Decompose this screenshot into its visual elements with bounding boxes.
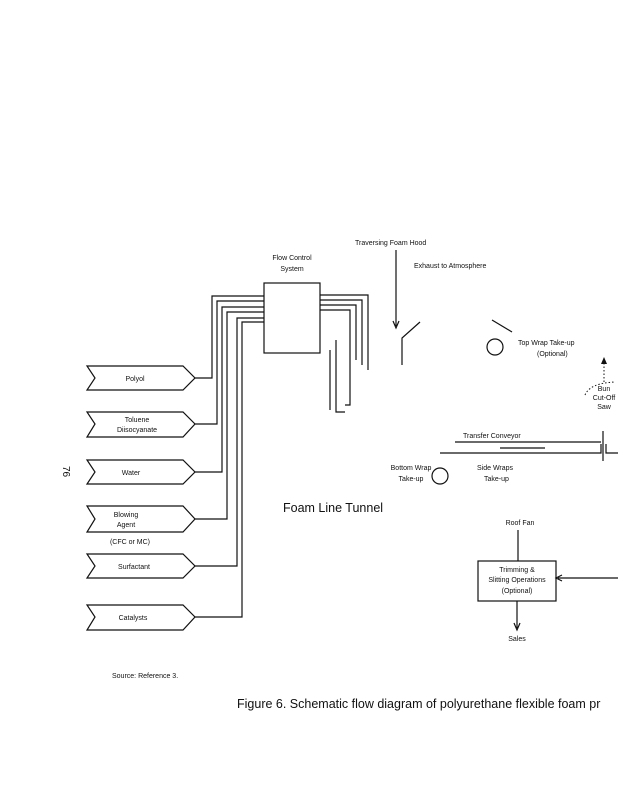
- input-arrow: [554, 574, 618, 582]
- roof-fan-label: Roof Fan: [506, 520, 535, 527]
- top-wrap-roll-icon: [486, 338, 504, 356]
- trimming-label-1: Trimming &: [499, 567, 535, 574]
- svg-text:Catalysts: Catalysts: [119, 615, 148, 622]
- hood-right: [491, 319, 513, 333]
- input-catalysts: Catalysts: [85, 604, 196, 631]
- input-polyol: Polyol: [85, 365, 196, 391]
- bottom-wrap-label-2: Take-up: [399, 476, 424, 483]
- top-wrap-label-1: Top Wrap Take-up: [518, 340, 575, 347]
- trimming-label-3: (Optional): [502, 588, 533, 595]
- svg-text:Toluene: Toluene: [125, 417, 150, 424]
- svg-text:Polyol: Polyol: [125, 376, 145, 383]
- svg-text:Agent: Agent: [117, 522, 135, 529]
- top-wrap-label-2: (Optional): [537, 351, 568, 358]
- saw-label-2: Cut-Off: [593, 395, 615, 402]
- conveyor: [440, 431, 618, 461]
- input-water: Water: [85, 459, 196, 485]
- tunnel-label: Foam Line Tunnel: [283, 501, 383, 515]
- svg-text:(CFC or MC): (CFC or MC): [110, 539, 150, 546]
- svg-text:Surfactant: Surfactant: [118, 564, 150, 571]
- saw-label-3: Saw: [597, 404, 612, 411]
- figure-caption: Figure 6. Schematic flow diagram of poly…: [237, 697, 601, 711]
- side-wraps-label-1: Side Wraps: [477, 465, 514, 472]
- side-wraps-label-2: Take-up: [484, 476, 509, 483]
- exhaust-label: Exhaust to Atmosphere: [414, 263, 486, 270]
- conveyor-label: Transfer Conveyor: [463, 433, 521, 440]
- sales-label: Sales: [508, 636, 526, 643]
- sales-arrow: [513, 601, 521, 632]
- bottom-wrap-roll-icon: [431, 467, 449, 485]
- bottom-wrap-label-1: Bottom Wrap: [391, 465, 432, 472]
- input-surfactant: Surfactant: [85, 553, 196, 579]
- hood-label: Traversing Foam Hood: [355, 240, 426, 247]
- flow-control-label-2: System: [280, 266, 304, 273]
- hood-left: [401, 321, 421, 365]
- input-toluene-diisocyanate: Toluene Diisocyanate: [85, 411, 196, 438]
- svg-text:Water: Water: [122, 470, 141, 477]
- svg-text:Diisocyanate: Diisocyanate: [117, 427, 157, 434]
- flow-control-box: [263, 282, 321, 354]
- input-blowing-agent: Blowing Agent (CFC or MC): [85, 505, 196, 546]
- input-pipes: [195, 295, 264, 618]
- trimming-label-2: Slitting Operations: [488, 577, 546, 584]
- source-note: Source: Reference 3.: [112, 673, 179, 680]
- svg-text:Blowing: Blowing: [114, 512, 139, 519]
- hood-arrow: [392, 250, 400, 330]
- flow-control-label-1: Flow Control: [272, 255, 312, 262]
- saw-label-1: Bun: [598, 386, 611, 393]
- output-pipes: [320, 294, 369, 413]
